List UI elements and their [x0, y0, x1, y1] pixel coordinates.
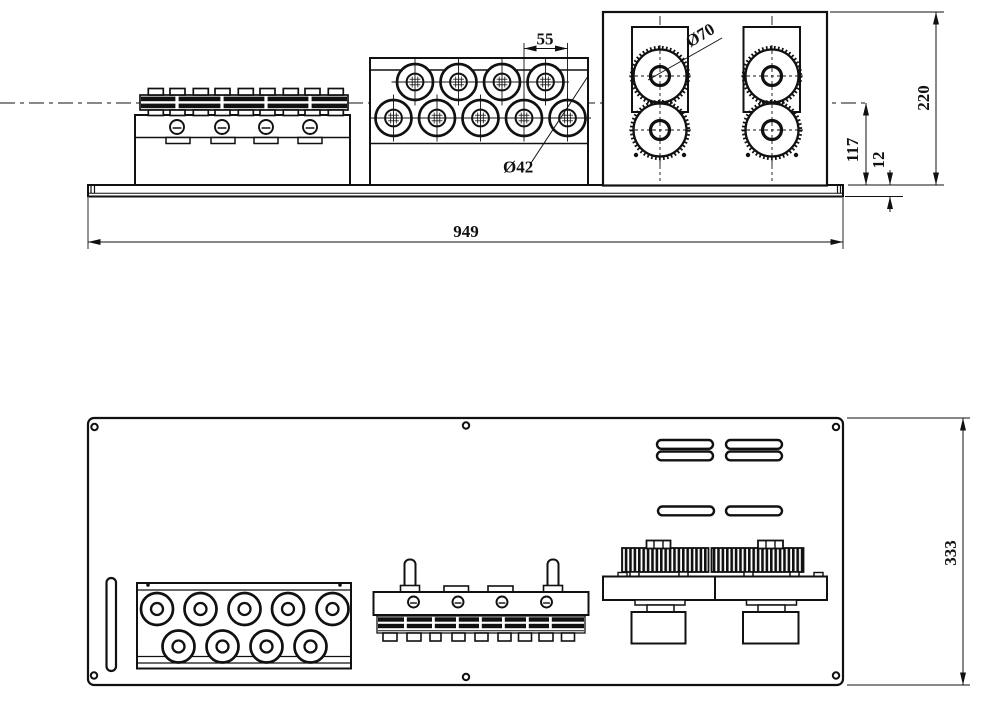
- wire-slot: [105, 576, 118, 673]
- dim-117: 117: [843, 103, 869, 185]
- motor-left: [630, 599, 687, 645]
- clamp-bar-laminated: [139, 87, 349, 117]
- gear-right: [710, 547, 805, 573]
- gear-left: [621, 547, 710, 573]
- roller-block-top-view: [136, 582, 352, 670]
- clamp-tabs: [382, 632, 576, 642]
- motor-right: [742, 599, 800, 645]
- dim-333: 333: [847, 417, 970, 686]
- clamp-assembly-top-view: [372, 558, 590, 642]
- straightener-block-left: [134, 87, 351, 186]
- roller-block-middle: 55 Ø42: [368, 30, 593, 186]
- dim-949-label: 949: [453, 222, 479, 241]
- base-plate-front: [87, 184, 844, 198]
- dim-55-label: 55: [537, 30, 554, 49]
- dim-117-label: 117: [843, 137, 862, 162]
- dim-220: 220: [830, 11, 944, 186]
- dim-12: 12: [845, 152, 903, 212]
- dim-12-label: 12: [869, 152, 888, 169]
- gear-drive-assembly: [602, 539, 828, 645]
- dim-dia42-label: Ø42: [503, 158, 533, 177]
- gear-hub-left: [645, 539, 672, 550]
- dim-55: 55: [523, 30, 568, 122]
- dim-dia42: Ø42: [503, 76, 588, 177]
- dim-949: 949: [87, 198, 844, 249]
- dim-333-label: 333: [941, 540, 960, 566]
- front-view: 55 Ø42 Ø70: [0, 10, 944, 249]
- feed-roller-block-right: Ø70: [601, 10, 829, 187]
- dim-220-label: 220: [914, 85, 933, 111]
- gear-hub-right: [757, 539, 784, 550]
- top-view: 333: [86, 416, 970, 687]
